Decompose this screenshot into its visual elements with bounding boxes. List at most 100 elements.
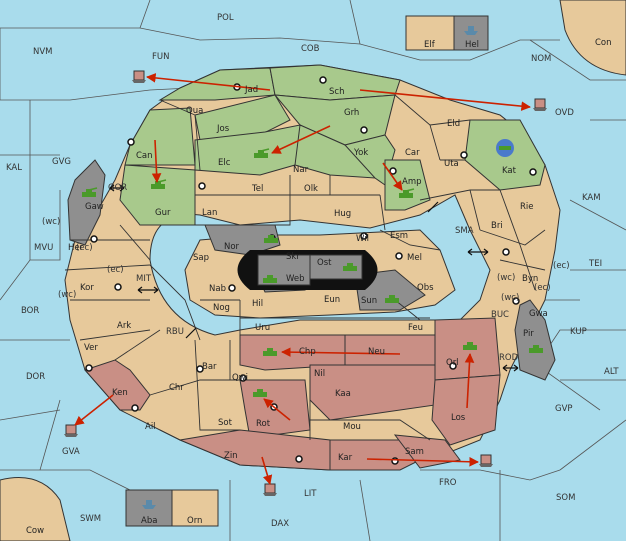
- svg-text:Ail: Ail: [145, 422, 156, 432]
- army-sun[interactable]: [385, 295, 399, 303]
- svg-text:Esm: Esm: [390, 231, 408, 241]
- army-qwi[interactable]: [253, 389, 267, 397]
- svg-text:KUP: KUP: [570, 327, 587, 337]
- fleet-fun[interactable]: [132, 70, 146, 83]
- svg-text:Pir: Pir: [523, 329, 534, 339]
- army-gaw[interactable]: [82, 187, 98, 197]
- svg-text:Hug: Hug: [334, 209, 351, 219]
- svg-text:Qwi: Qwi: [232, 373, 248, 383]
- svg-text:Kaa: Kaa: [335, 389, 351, 399]
- svg-text:Uru: Uru: [255, 323, 270, 333]
- army-chp[interactable]: [263, 348, 277, 356]
- svg-text:OVD: OVD: [555, 108, 574, 118]
- svg-text:BOR: BOR: [21, 306, 39, 316]
- svg-text:Rot: Rot: [256, 419, 271, 429]
- svg-text:COB: COB: [301, 44, 320, 54]
- svg-text:Mel: Mel: [407, 253, 422, 263]
- army-web[interactable]: [263, 275, 277, 283]
- svg-text:RBU: RBU: [166, 327, 184, 337]
- army-ost[interactable]: [343, 263, 357, 271]
- svg-text:ROD: ROD: [499, 353, 519, 363]
- svg-text:Lan: Lan: [202, 208, 217, 218]
- svg-text:Car: Car: [405, 148, 420, 158]
- svg-text:Amp: Amp: [402, 177, 422, 187]
- order-jad-fun: [146, 73, 271, 91]
- svg-text:Kat: Kat: [502, 166, 517, 176]
- fleet-hel[interactable]: [464, 26, 478, 35]
- svg-text:KAM: KAM: [582, 193, 601, 203]
- svg-text:Gaw: Gaw: [85, 202, 104, 212]
- svg-text:FUN: FUN: [152, 52, 169, 62]
- svg-text:Con: Con: [595, 38, 612, 48]
- svg-text:MVU: MVU: [34, 243, 53, 253]
- svg-text:Los: Los: [451, 413, 466, 423]
- order-rot-qwi: [263, 398, 291, 421]
- sea-labels: POL NVM FUN COB NOM OVD KAL GVG GOR MIT …: [6, 13, 619, 529]
- land-elf[interactable]: [405, 15, 455, 51]
- svg-text:DOR: DOR: [26, 372, 45, 382]
- land-labels: Jad Sch Qua Jos Grh Eld Can Elc Nar Yok …: [26, 38, 612, 536]
- svg-text:Skr: Skr: [286, 252, 300, 262]
- svg-text:Feu: Feu: [408, 323, 423, 333]
- svg-text:Uta: Uta: [444, 159, 459, 169]
- svg-text:Olk: Olk: [304, 184, 318, 194]
- fleet-ovd[interactable]: [533, 98, 547, 111]
- land-orn[interactable]: [171, 489, 219, 527]
- svg-text:Jos: Jos: [216, 124, 230, 134]
- order-kar-fro: [366, 456, 479, 467]
- army-elc[interactable]: [254, 148, 270, 158]
- svg-text:Jad: Jad: [244, 85, 258, 95]
- svg-text:NVM: NVM: [33, 47, 53, 57]
- fleet-lit[interactable]: [263, 483, 277, 496]
- svg-text:Bar: Bar: [202, 362, 217, 372]
- fleet-gva[interactable]: [64, 424, 78, 437]
- svg-text:GVG: GVG: [52, 157, 71, 167]
- svg-text:TEI: TEI: [588, 259, 602, 269]
- svg-text:Orl: Orl: [446, 358, 459, 368]
- svg-text:Byn: Byn: [522, 274, 538, 284]
- army-orl[interactable]: [463, 342, 477, 350]
- svg-text:FRO: FRO: [439, 478, 457, 488]
- svg-text:Her: Her: [68, 243, 84, 253]
- svg-text:Cow: Cow: [26, 526, 44, 536]
- svg-text:DAX: DAX: [271, 519, 289, 529]
- svg-text:NOM: NOM: [531, 54, 551, 64]
- units: [64, 26, 547, 509]
- army-amp[interactable]: [399, 188, 415, 198]
- svg-text:Nor: Nor: [224, 242, 240, 252]
- fleet-aba[interactable]: [142, 500, 156, 509]
- svg-text:Sap: Sap: [193, 253, 209, 263]
- supply-centres: [85, 76, 537, 465]
- svg-text:Sun: Sun: [361, 296, 377, 306]
- svg-text:Gwa: Gwa: [529, 309, 548, 319]
- army-nor[interactable]: [264, 235, 278, 243]
- fleet-fro[interactable]: [479, 454, 493, 467]
- svg-text:Nab: Nab: [209, 284, 226, 294]
- svg-text:SMA: SMA: [455, 226, 474, 236]
- order-sch-ovd: [359, 89, 531, 111]
- svg-text:Eun: Eun: [324, 295, 340, 305]
- order-yok-amp: [382, 162, 403, 191]
- order-neu-chp: [281, 347, 401, 357]
- svg-text:MIT: MIT: [136, 274, 152, 284]
- order-zin-lit: [261, 456, 273, 485]
- army-kat[interactable]: [496, 139, 514, 157]
- svg-text:Hel: Hel: [465, 40, 479, 50]
- army-pir[interactable]: [529, 345, 543, 353]
- svg-text:LIT: LIT: [304, 489, 317, 499]
- svg-text:Elc: Elc: [218, 158, 231, 168]
- land-cow[interactable]: [0, 477, 71, 541]
- svg-text:Sam: Sam: [405, 447, 424, 457]
- svg-text:Obs: Obs: [417, 283, 434, 293]
- svg-text:Bri: Bri: [491, 221, 503, 231]
- svg-text:Nar: Nar: [293, 165, 309, 175]
- svg-text:(ec): (ec): [553, 261, 570, 271]
- order-grh-elc: [271, 125, 331, 154]
- svg-text:Zin: Zin: [224, 451, 238, 461]
- svg-text:Eld: Eld: [447, 119, 460, 129]
- svg-text:Sot: Sot: [218, 418, 233, 428]
- svg-text:KAL: KAL: [6, 163, 22, 173]
- svg-text:ALT: ALT: [604, 367, 619, 377]
